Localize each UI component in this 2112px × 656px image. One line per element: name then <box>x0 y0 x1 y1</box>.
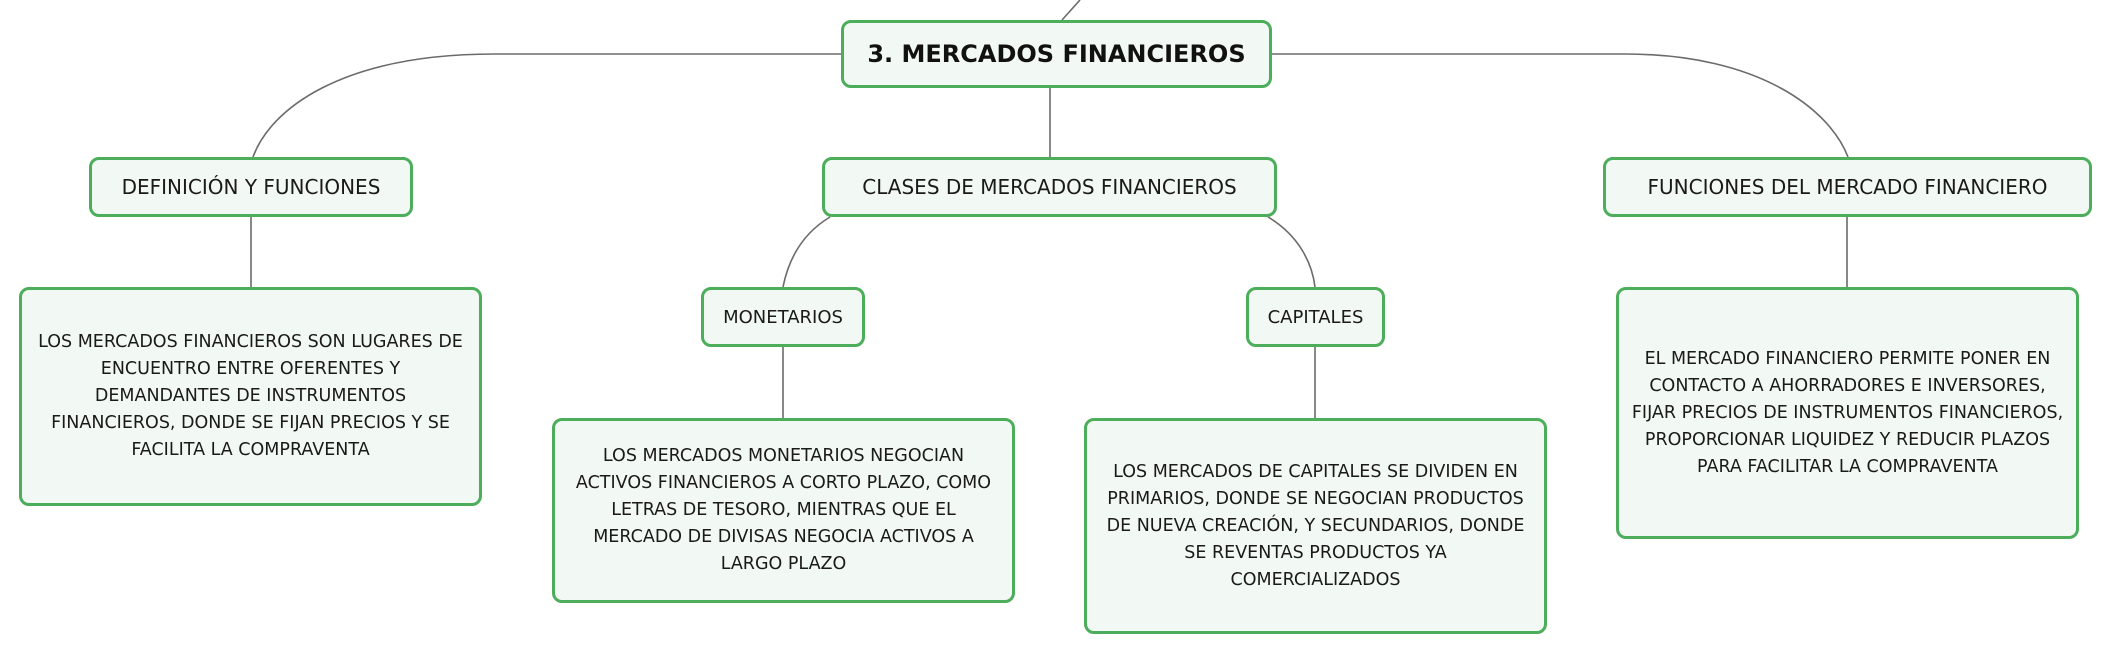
description-capitales[interactable]: LOS MERCADOS DE CAPITALES SE DIVIDEN EN … <box>1084 418 1547 634</box>
topic-label: FUNCIONES DEL MERCADO FINANCIERO <box>1647 175 2048 199</box>
description-text: LOS MERCADOS DE CAPITALES SE DIVIDEN EN … <box>1106 461 1525 590</box>
subtopic-label: MONETARIOS <box>723 306 843 328</box>
description-text: LOS MERCADOS MONETARIOS NEGOCIAN ACTIVOS… <box>575 446 992 574</box>
description-monetarios[interactable]: LOS MERCADOS MONETARIOS NEGOCIAN ACTIVOS… <box>552 418 1015 603</box>
description-definicion[interactable]: LOS MERCADOS FINANCIEROS SON LUGARES DE … <box>19 287 482 506</box>
description-text: EL MERCADO FINANCIERO PERMITE PONER EN C… <box>1631 348 2064 477</box>
topic-clases-de-mercados[interactable]: CLASES DE MERCADOS FINANCIEROS <box>822 157 1277 217</box>
topic-label: CLASES DE MERCADOS FINANCIEROS <box>862 175 1237 199</box>
description-text: LOS MERCADOS FINANCIEROS SON LUGARES DE … <box>38 332 463 460</box>
connector-clases-capitales <box>1267 216 1316 288</box>
connector-clases-monetarios <box>782 216 831 288</box>
description-funciones[interactable]: EL MERCADO FINANCIERO PERMITE PONER EN C… <box>1616 287 2079 539</box>
root-topic-label: 3. MERCADOS FINANCIEROS <box>867 40 1246 68</box>
connector-root-funciones <box>1272 53 1849 158</box>
topic-label: DEFINICIÓN Y FUNCIONES <box>121 175 381 199</box>
connector-root-definicion <box>252 53 841 158</box>
connector-root-parent <box>1061 0 1081 21</box>
subtopic-monetarios[interactable]: MONETARIOS <box>701 287 865 347</box>
subtopic-capitales[interactable]: CAPITALES <box>1246 287 1385 347</box>
topic-funciones-del-mercado[interactable]: FUNCIONES DEL MERCADO FINANCIERO <box>1603 157 2092 217</box>
root-topic[interactable]: 3. MERCADOS FINANCIEROS <box>841 20 1272 88</box>
subtopic-label: CAPITALES <box>1267 306 1364 328</box>
topic-definicion-y-funciones[interactable]: DEFINICIÓN Y FUNCIONES <box>89 157 413 217</box>
